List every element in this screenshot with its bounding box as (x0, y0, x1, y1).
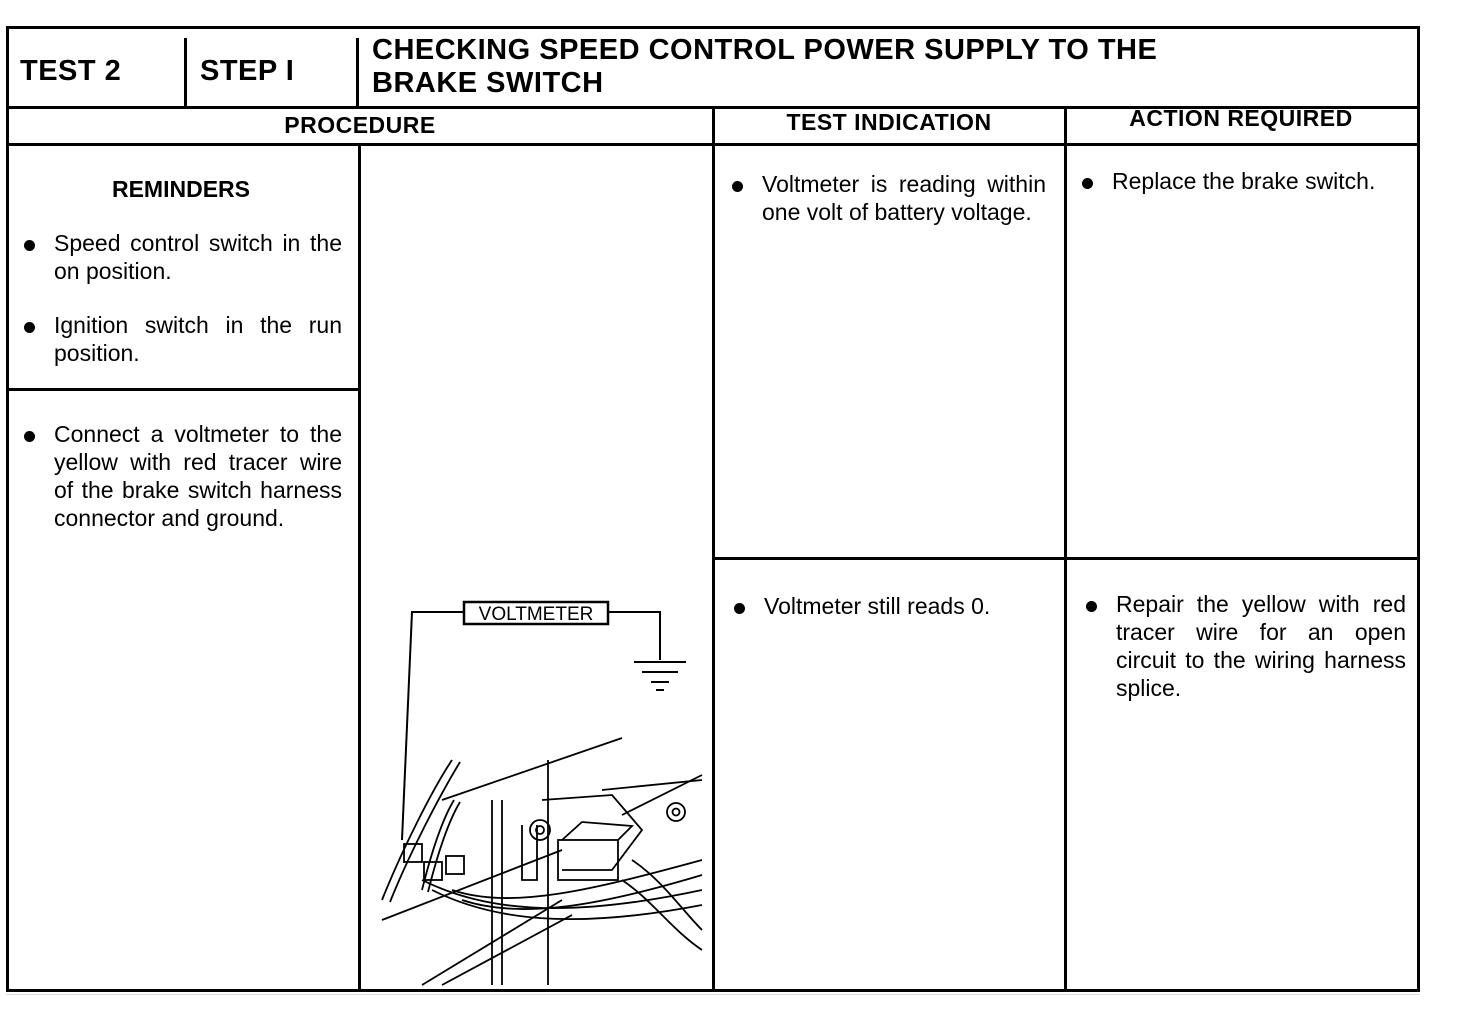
page-title: CHECKING SPEED CONTROL POWER SUPPLY TO T… (372, 34, 1157, 100)
action-text: Replace the brake switch. (1078, 167, 1404, 195)
procedure-section: Connect a voltmeter to the yellow with r… (20, 420, 342, 558)
title-line-2: BRAKE SWITCH (372, 67, 604, 99)
voltmeter-lead-right (608, 611, 661, 660)
procedure-header: PROCEDURE (284, 112, 436, 138)
indication-text: Voltmeter is reading within one volt of … (728, 170, 1046, 226)
voltmeter-label: VOLTMETER (479, 604, 594, 625)
procedure-step: Connect a voltmeter to the yellow with r… (20, 420, 342, 532)
reminders-title: REMINDERS (111, 176, 250, 202)
indication-text: Voltmeter still reads 0. (730, 592, 1048, 620)
test-step-divider (184, 38, 187, 108)
indication-action-divider (1064, 106, 1067, 992)
action-required-header: ACTION REQUIRED (1129, 105, 1353, 131)
indication-cell-1: Voltmeter is reading within one volt of … (728, 170, 1046, 252)
test-indication-header: TEST INDICATION (786, 109, 992, 135)
brake-switch-wiring-diagram: VOLTMETER (381, 600, 703, 986)
reminders-section: REMINDERS Speed control switch in the on… (20, 176, 342, 393)
action-cell-1: Replace the brake switch. (1078, 167, 1404, 221)
ground-icon (634, 661, 686, 691)
brake-switch-mechanism-icon (381, 737, 703, 986)
result-row-divider (712, 557, 1420, 560)
action-text: Repair the yellow with red tracer wire f… (1082, 590, 1406, 702)
voltmeter-lead-left (401, 611, 464, 841)
reminder-item: Ignition switch in the run position. (20, 311, 342, 367)
action-cell-2: Repair the yellow with red tracer wire f… (1082, 590, 1406, 728)
test-number: TEST 2 (20, 55, 122, 87)
step-number: STEP I (200, 55, 295, 87)
indication-cell-2: Voltmeter still reads 0. (730, 592, 1048, 646)
bottom-edge-line (6, 994, 1420, 995)
reminder-item: Speed control switch in the on position. (20, 229, 342, 285)
title-line-1: CHECKING SPEED CONTROL POWER SUPPLY TO T… (372, 34, 1158, 66)
reminders-divider (6, 388, 360, 391)
step-title-divider (356, 38, 359, 108)
procedure-inner-divider (358, 143, 361, 992)
procedure-indication-divider (712, 106, 715, 992)
